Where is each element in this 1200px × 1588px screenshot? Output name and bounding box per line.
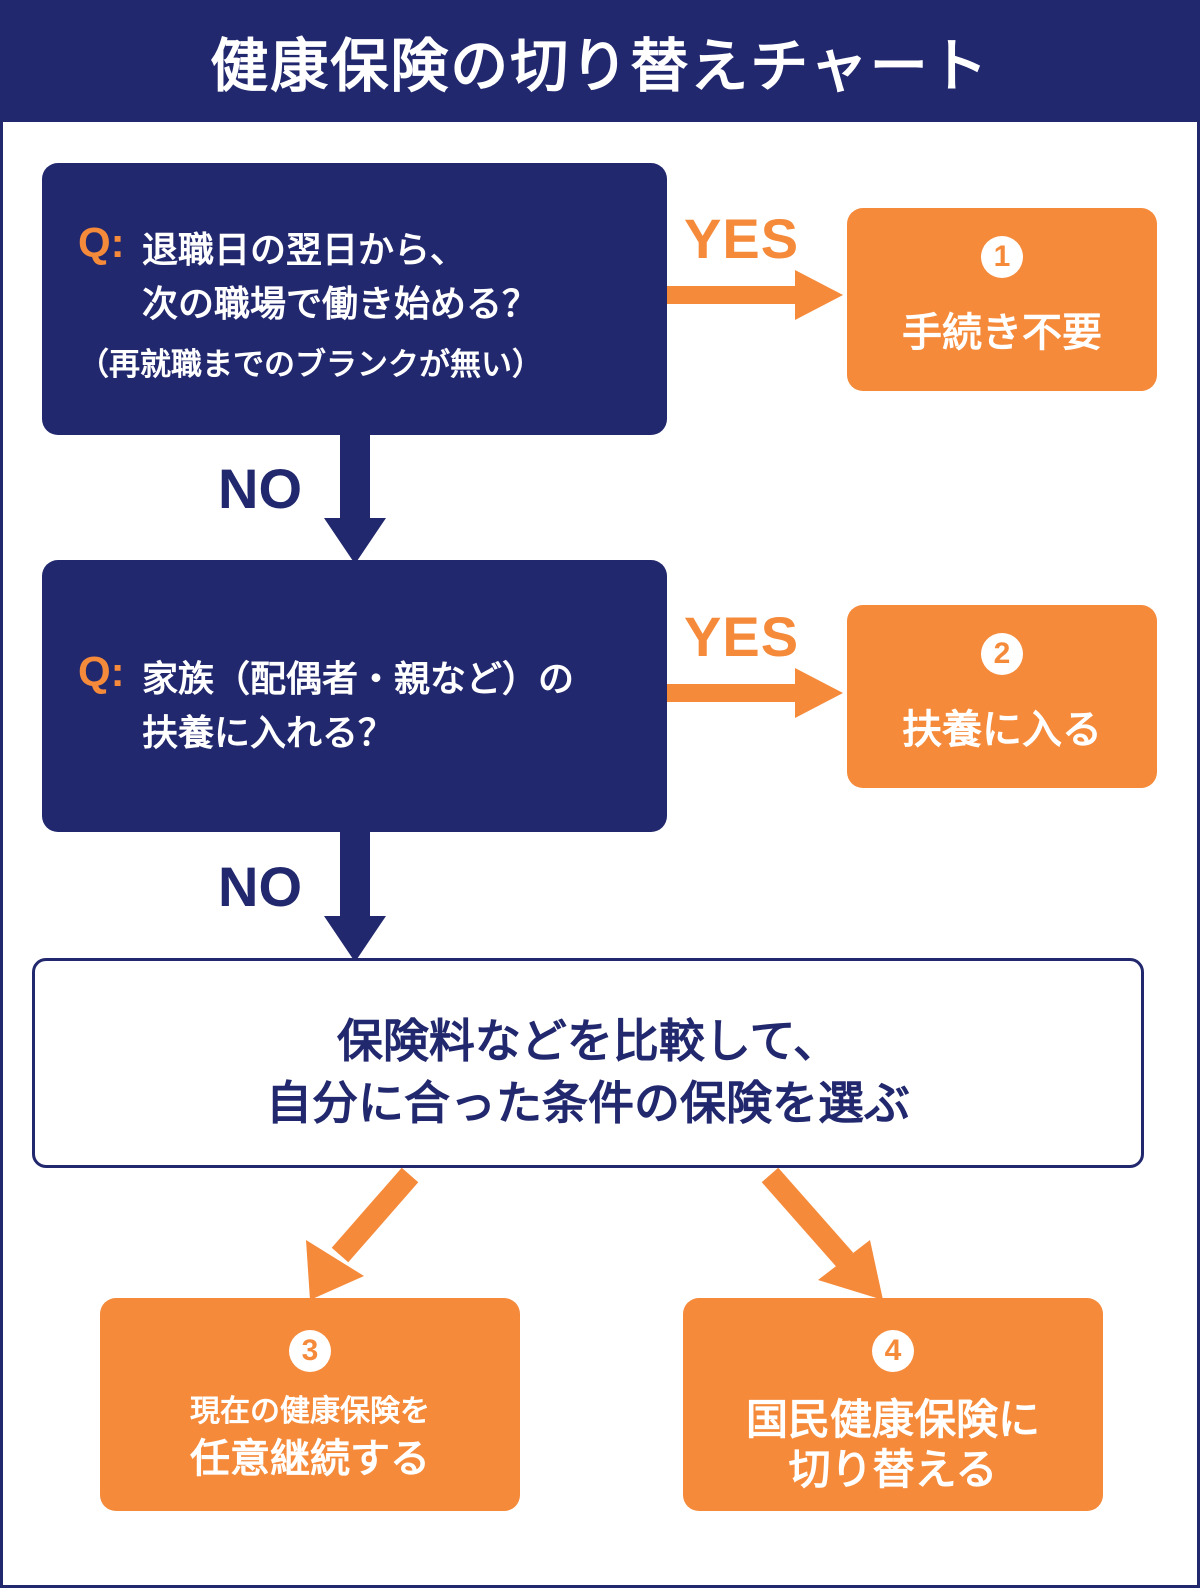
question-line-1: 退職日の翌日から、 xyxy=(142,230,467,271)
outcome-text-line-2: 任意継続する xyxy=(190,1436,430,1482)
number-badge: 3 xyxy=(289,1330,331,1372)
outcome-box-1: 1 手続き不要 xyxy=(847,208,1157,391)
number-badge: 4 xyxy=(872,1330,914,1372)
compare-line-1: 保険料などを比較して、 xyxy=(336,1014,840,1068)
no-label-1: NO xyxy=(218,457,302,520)
no-arrow-2 xyxy=(324,830,386,962)
outcome-text: 扶養に入る xyxy=(902,707,1102,753)
diagonal-arrow-4 xyxy=(761,1167,883,1300)
question-line-2: 次の職場で働き始める？ xyxy=(142,284,539,325)
chart-title: 健康保険の切り替えチャート xyxy=(0,0,1200,122)
question-note: （再就職までのブランクが無い） xyxy=(78,347,543,383)
question-label: Q: xyxy=(78,219,125,266)
yes-label-1: YES xyxy=(684,207,800,270)
diagonal-arrow-3 xyxy=(306,1167,419,1300)
outcome-box-2: 2 扶養に入る xyxy=(847,605,1157,788)
number-badge: 2 xyxy=(981,633,1023,675)
outcome-text-line-1: 現在の健康保険を xyxy=(190,1394,430,1429)
number-badge: 1 xyxy=(981,236,1023,278)
outcome-text-line-2: 切り替える xyxy=(788,1445,998,1494)
question-line-2: 扶養に入れる？ xyxy=(142,713,395,754)
no-label-2: NO xyxy=(218,855,302,918)
yes-arrow-1 xyxy=(667,270,843,320)
question-label: Q: xyxy=(78,648,125,695)
no-arrow-1 xyxy=(324,432,386,564)
compare-line-2: 自分に合った条件の保険を選ぶ xyxy=(266,1076,910,1130)
outcome-text-line-1: 国民健康保険に xyxy=(745,1395,1040,1444)
outcome-text: 手続き不要 xyxy=(902,310,1102,356)
outcome-box-3: 3 現在の健康保険を 任意継続する xyxy=(100,1298,520,1511)
yes-label-2: YES xyxy=(684,605,800,668)
outcome-box-4: 4 国民健康保険に 切り替える xyxy=(683,1298,1103,1511)
question-box-1: Q: 退職日の翌日から、 次の職場で働き始める？ （再就職までのブランクが無い） xyxy=(42,163,667,435)
yes-arrow-2 xyxy=(667,668,843,718)
question-line-1: 家族（配偶者・親など）の xyxy=(142,659,575,700)
question-box-2: Q: 家族（配偶者・親など）の 扶養に入れる？ xyxy=(42,560,667,832)
compare-box: 保険料などを比較して、 自分に合った条件の保険を選ぶ xyxy=(32,958,1144,1168)
